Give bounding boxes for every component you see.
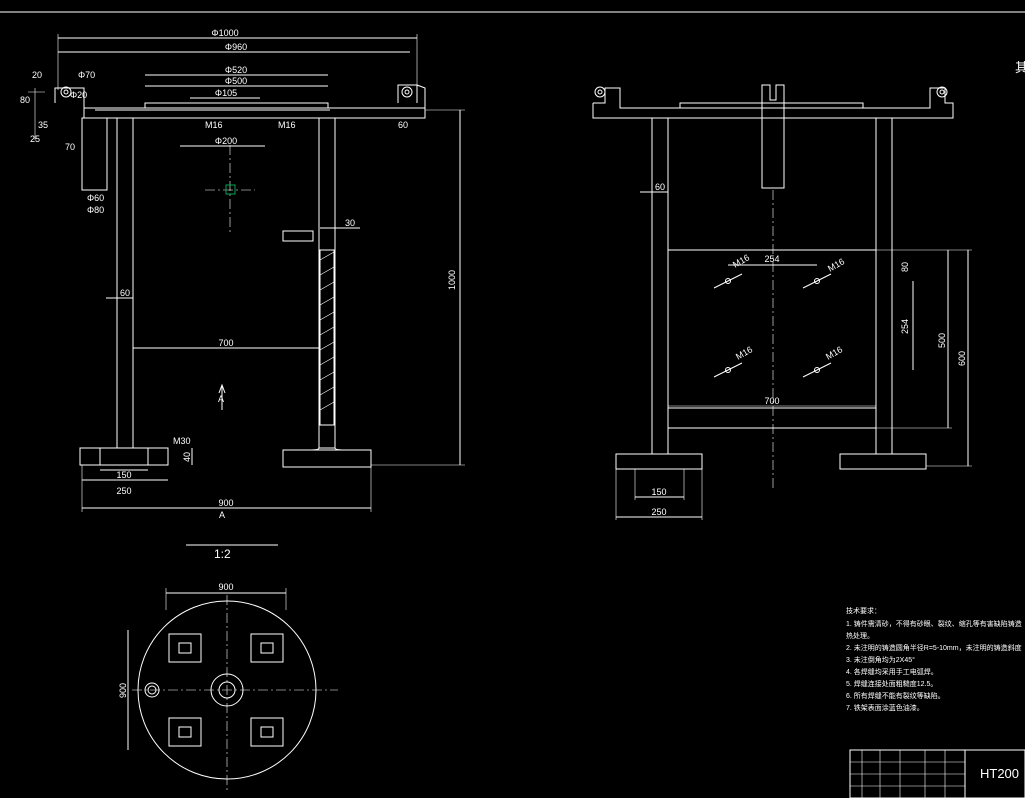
side-dim-m16-4: M16 — [824, 344, 844, 361]
note-line-2: 2. 未注明的铸造圆角半径R=5-10mm，未注明的铸造斜度 — [846, 643, 1022, 652]
dim-80: 80 — [20, 95, 30, 105]
dim-m16-a: M16 — [205, 120, 223, 130]
dim-250: 250 — [116, 486, 131, 496]
dim-phi960: Φ960 — [225, 42, 247, 52]
dim-700: 700 — [218, 338, 233, 348]
note-line-4: 4. 各焊缝均采用手工电弧焊。 — [846, 667, 938, 676]
dim-phi70: Φ70 — [78, 70, 95, 80]
side-holes — [713, 273, 832, 378]
side-top-plate — [592, 87, 954, 119]
dim-phi1000: Φ1000 — [211, 28, 238, 38]
side-dim-700: 700 — [764, 396, 779, 406]
dim-30: 30 — [345, 218, 355, 228]
center-hub — [210, 673, 244, 707]
dim-60-leg: 60 — [120, 288, 130, 298]
section-label-a: A — [218, 394, 224, 404]
dim-70: 70 — [65, 142, 75, 152]
lug-block — [81, 117, 108, 191]
dim-25: 25 — [30, 134, 40, 144]
note-line-6: 6. 所有焊缝不能有裂纹等缺陷。 — [846, 691, 945, 700]
center-shaft — [761, 107, 785, 189]
note-line-5: 5. 焊缝连接处面粗糙度12.5。 — [846, 679, 937, 688]
hinge-right — [401, 86, 413, 98]
side-right-leg — [875, 117, 893, 455]
side-dim-m16-1: M16 — [731, 252, 751, 269]
side-bore — [144, 682, 160, 698]
section-label-a-bottom: A — [219, 510, 225, 520]
side-dim-600: 600 — [957, 351, 967, 366]
top-plate-outline — [54, 84, 426, 109]
side-dim-m16-3: M16 — [734, 344, 754, 361]
dim-m16-b: M16 — [278, 120, 296, 130]
dim-phi20: Φ20 — [70, 90, 87, 100]
side-left-leg — [651, 117, 669, 455]
dim-150: 150 — [116, 470, 131, 480]
side-hinge-left — [594, 86, 606, 98]
dim-phi105: Φ105 — [215, 88, 237, 98]
dim-60-top: 60 — [398, 120, 408, 130]
dim-phi520: Φ520 — [225, 65, 247, 75]
side-dim-60: 60 — [655, 182, 665, 192]
top-boss — [144, 102, 329, 109]
right-leg — [318, 117, 336, 449]
side-bracket — [282, 230, 314, 242]
side-dim-500: 500 — [937, 333, 947, 348]
note-line-7: 7. 铁架表面涂蓝色油漆。 — [846, 703, 924, 712]
ucs-marker — [225, 184, 236, 195]
dim-20: 20 — [32, 70, 42, 80]
section-view: 1:2 900 900 — [118, 544, 338, 790]
dim-35: 35 — [38, 120, 48, 130]
weld-hatch — [319, 249, 335, 426]
side-dim-254-v: 254 — [900, 319, 910, 334]
scale-label: 1:2 — [214, 547, 231, 561]
pads — [168, 633, 284, 747]
side-dim-80: 80 — [900, 262, 910, 272]
note-line-1: 1. 铸件需清砂，不得有砂眼、裂纹、缩孔等有害缺陷铸造 — [846, 619, 1022, 628]
dim-40: 40 — [182, 452, 192, 462]
corner-text: 其 — [1015, 60, 1025, 75]
front-view: Φ1000 Φ960 Φ520 Φ500 Φ105 Φ200 M16 M16 2… — [20, 28, 465, 520]
hinge-left — [60, 86, 72, 98]
side-dim-254-h: 254 — [764, 254, 779, 264]
note-line-3: 3. 未注倒角均为2X45° — [846, 655, 915, 664]
dim-900: 900 — [218, 498, 233, 508]
dim-phi200: Φ200 — [215, 136, 237, 146]
left-foot — [79, 447, 169, 466]
side-right-foot — [839, 453, 927, 470]
side-dim-m16-2: M16 — [826, 256, 846, 273]
section-dim-900-h: 900 — [218, 582, 233, 592]
side-plate — [667, 249, 877, 429]
right-foot — [282, 449, 372, 468]
dim-m30: M30 — [173, 436, 191, 446]
material-label: HT200 — [980, 766, 1019, 781]
section-dim-900-v: 900 — [118, 683, 128, 698]
dim-phi60: Φ60 — [87, 193, 104, 203]
note-line-1b: 热处理。 — [846, 631, 874, 640]
side-dim-150: 150 — [651, 487, 666, 497]
notes-title: 技术要求： — [846, 606, 881, 615]
dim-phi500: Φ500 — [225, 76, 247, 86]
dim-1000: 1000 — [447, 270, 457, 290]
title-block: HT200 — [849, 749, 1025, 798]
side-view: 60 M16 254 M16 80 254 500 600 M16 M16 70… — [592, 60, 1025, 520]
left-leg — [116, 117, 134, 449]
technical-notes: 技术要求： 1. 铸件需清砂，不得有砂眼、裂纹、缩孔等有害缺陷铸造 热处理。 2… — [846, 606, 1022, 712]
dim-phi80: Φ80 — [87, 205, 104, 215]
side-hinge-right — [936, 86, 948, 98]
side-dim-250: 250 — [651, 507, 666, 517]
side-left-foot — [615, 453, 703, 470]
